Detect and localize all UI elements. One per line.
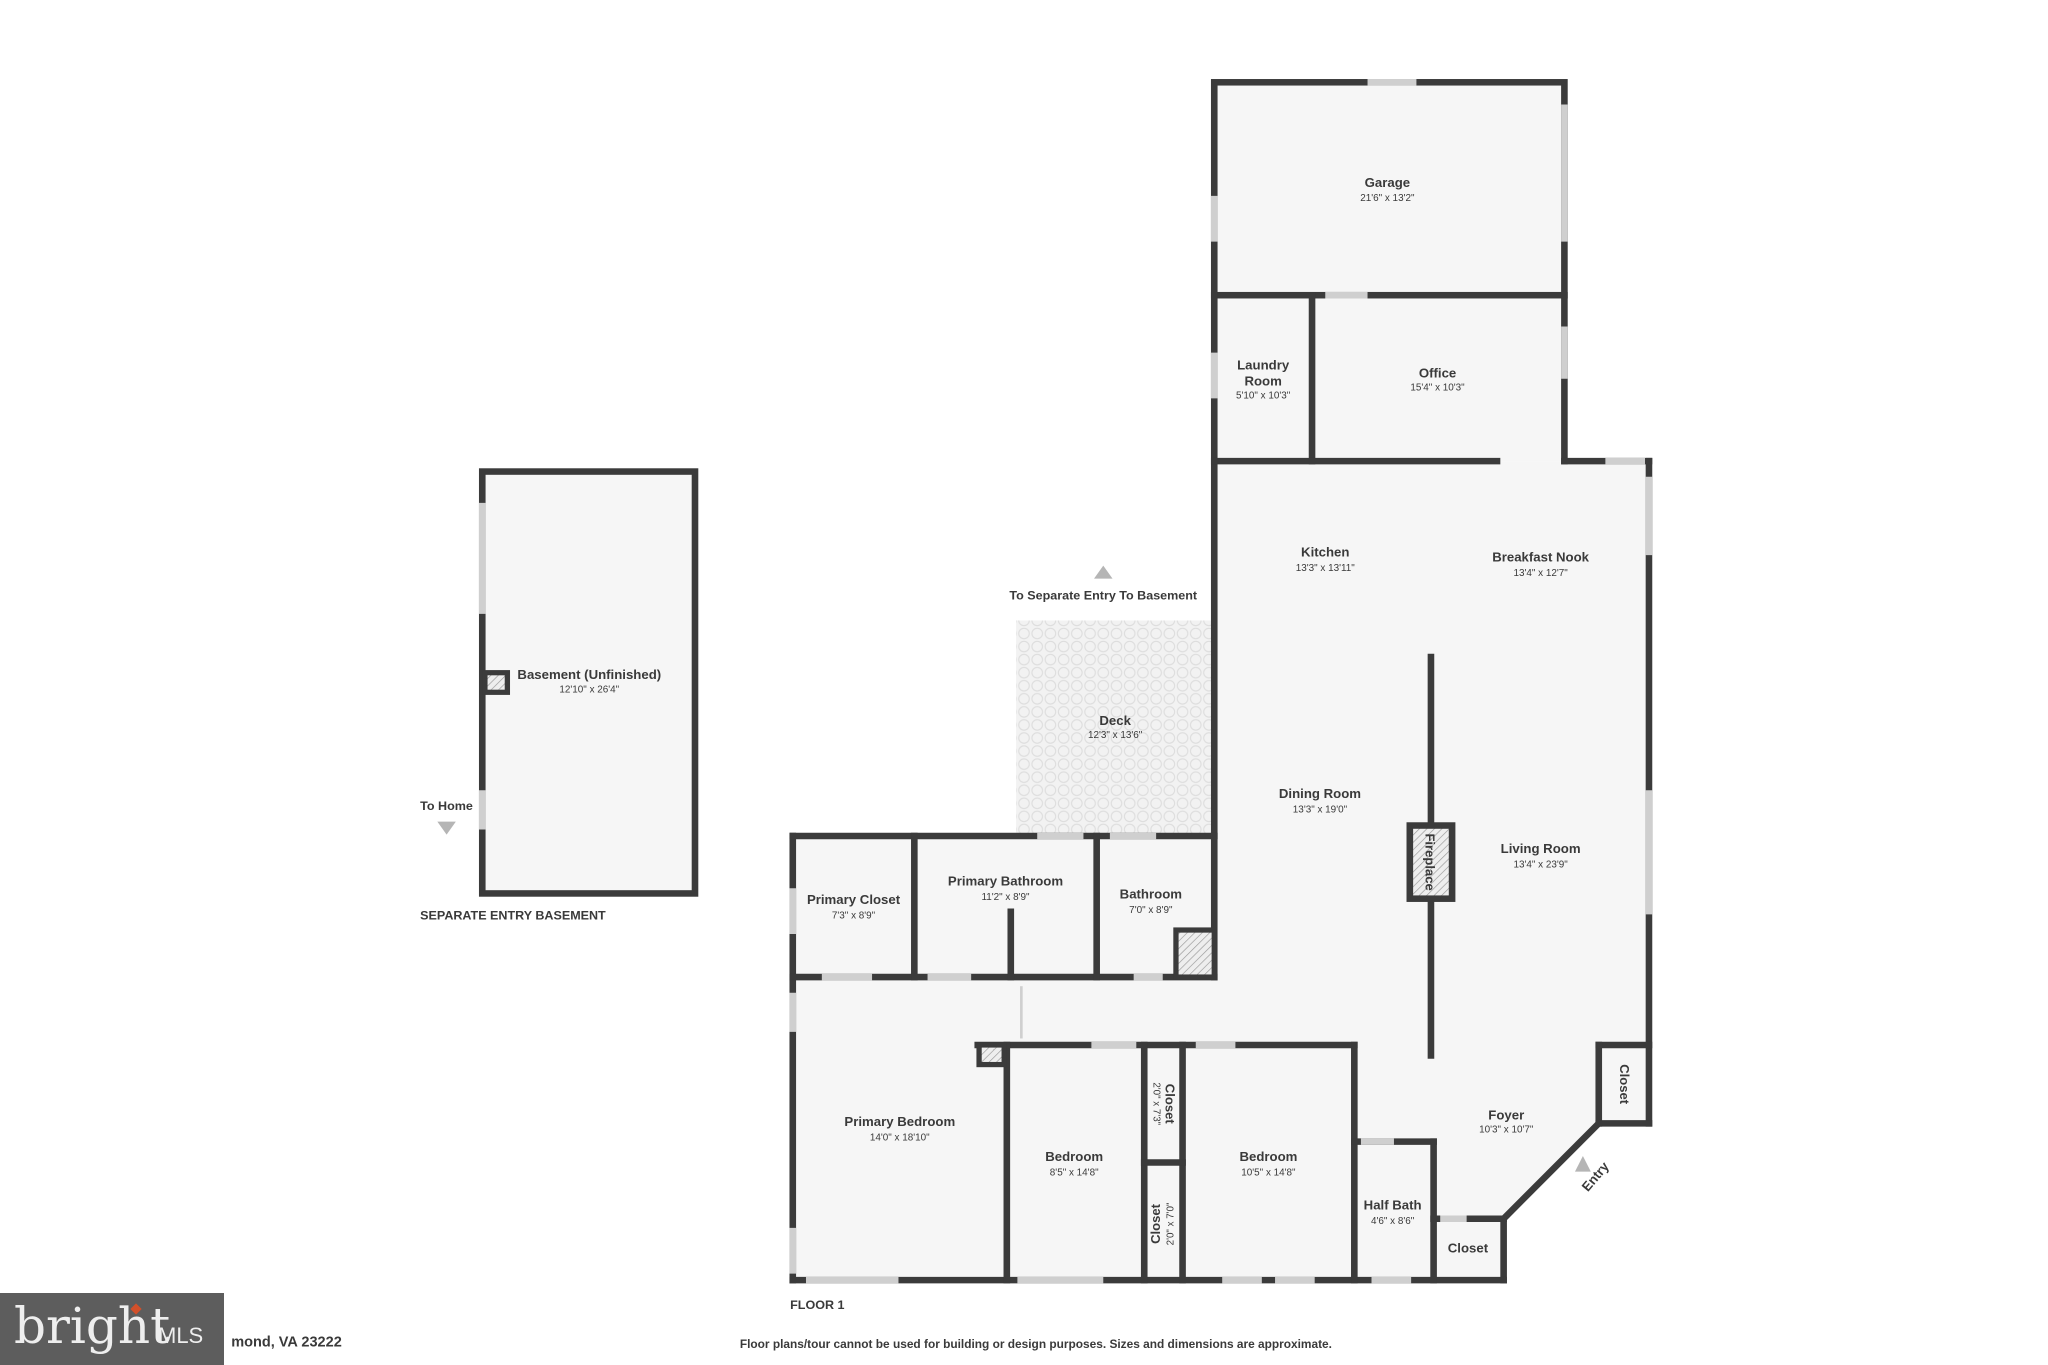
separate-entry-basement-title: SEPARATE ENTRY BASEMENT (420, 909, 606, 923)
room-name: Office (1419, 366, 1456, 381)
room-name: Bedroom (1239, 1149, 1297, 1164)
to-home-label: To Home (420, 799, 473, 813)
logo-text: bright (14, 1297, 171, 1355)
disclaimer: Floor plans/tour cannot be used for buil… (740, 1337, 1332, 1351)
room-dims: 8'5" x 14'8" (1050, 1168, 1099, 1179)
room-name: Room (1244, 373, 1281, 388)
room-name: Primary Bathroom (948, 874, 1063, 889)
room-dims: 13'4" x 23'9" (1513, 859, 1568, 870)
room-dims: 13'3" x 13'11" (1296, 563, 1356, 574)
room-name: Kitchen (1301, 545, 1349, 560)
room-dims: 13'4" x 12'7" (1513, 568, 1568, 579)
room-name: Living Room (1501, 841, 1581, 856)
room-name: Bathroom (1120, 887, 1182, 902)
basement-chimney (482, 670, 511, 695)
room-name: Closet (1162, 1084, 1177, 1125)
room-dims: 12'3" x 13'6" (1088, 730, 1143, 741)
chimney-block (976, 1042, 1007, 1068)
room-dims: 11'2" x 8'9" (981, 892, 1030, 903)
room-dims: 10'5" x 14'8" (1241, 1168, 1296, 1179)
room-dims: 12'10" x 26'4" (559, 684, 619, 695)
room-dims: 2'0" x 7'0" (1165, 1202, 1176, 1245)
deck-surface (1016, 620, 1215, 836)
room-name: Dining Room (1279, 786, 1361, 801)
logo-suffix: MLS (158, 1323, 204, 1348)
separate-entry-label: To Separate Entry To Basement (1009, 589, 1197, 603)
room-dims: 5'10" x 10'3" (1236, 390, 1291, 401)
room-name: Primary Closet (807, 892, 901, 907)
room-name: Deck (1099, 713, 1131, 728)
room-dims: 2'0" x 7'3" (1150, 1082, 1161, 1125)
entry-arrow-icon (1574, 1156, 1591, 1172)
room-dims: 13'3" x 19'0" (1293, 805, 1348, 816)
room-dims: 10'3" x 10'7" (1479, 1125, 1534, 1136)
arrow-up-icon (1094, 565, 1113, 579)
room-dims: 7'3" x 8'9" (832, 910, 876, 921)
floor-title: FLOOR 1 (790, 1298, 844, 1312)
room-name: Closet (1148, 1203, 1163, 1244)
fireplace-block (1406, 822, 1456, 902)
room-name: Closet (1448, 1241, 1489, 1256)
room-dims: 4'6" x 8'6" (1371, 1216, 1415, 1227)
fireplace-label: Fireplace (1423, 833, 1438, 890)
room-name: Half Bath (1364, 1198, 1422, 1213)
room-name: Closet (1617, 1064, 1632, 1105)
bright-mls-logo: bright MLS (0, 1293, 224, 1365)
room-name: Bedroom (1045, 1149, 1103, 1164)
room-dims: 21'6" x 13'2" (1360, 193, 1415, 204)
arrow-down-icon (437, 821, 456, 835)
room-name: Primary Bedroom (844, 1114, 955, 1129)
room-name: Breakfast Nook (1492, 550, 1590, 565)
shaft-block (1173, 927, 1217, 980)
windows (478, 79, 1653, 1284)
room-name: Garage (1365, 175, 1410, 190)
room-dims: 14'0" x 18'10" (870, 1132, 930, 1143)
room-name: Foyer (1488, 1107, 1524, 1122)
room-dims: 7'0" x 8'9" (1129, 905, 1173, 916)
room-name: Basement (Unfinished) (517, 667, 661, 682)
room-name: Laundry (1237, 358, 1290, 373)
address: mond, VA 23222 (231, 1335, 342, 1351)
room-dims: 15'4" x 10'3" (1410, 383, 1465, 394)
